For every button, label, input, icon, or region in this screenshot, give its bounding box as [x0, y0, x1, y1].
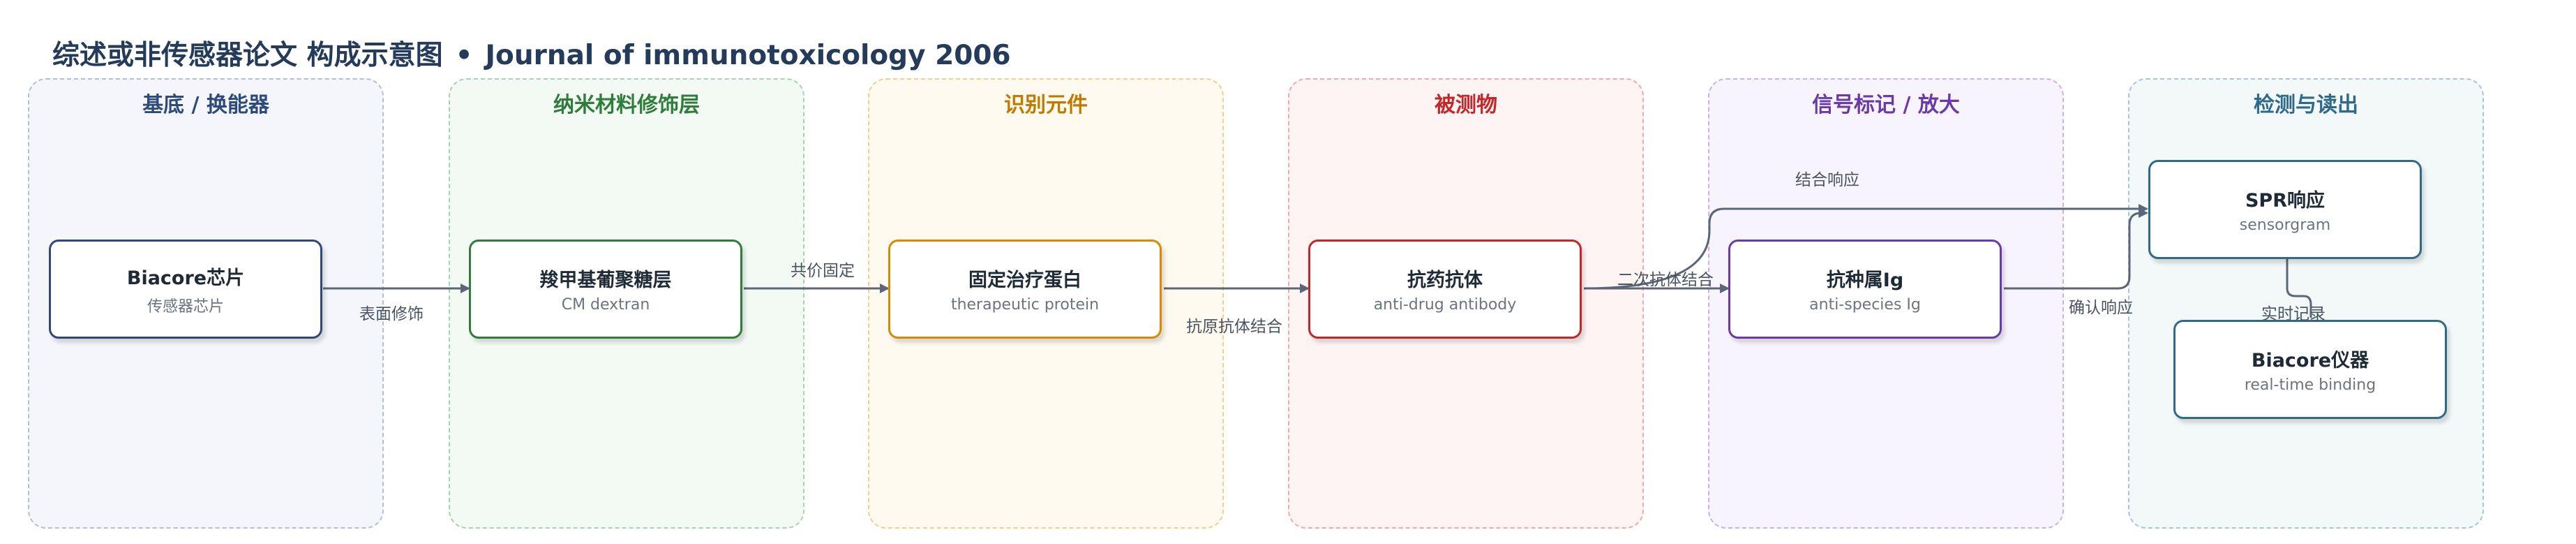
node-anti-drug-antibody-title: 抗药抗体: [1407, 270, 1483, 291]
node-therapeutic-protein-title: 固定治疗蛋白: [968, 270, 1081, 291]
node-biacore-instrument-subtitle: real-time binding: [2244, 376, 2376, 394]
node-anti-drug-antibody-subtitle: anti-drug antibody: [1373, 296, 1517, 314]
edge-spr-to-instrument: [2286, 258, 2312, 318]
node-biacore-instrument: Biacore仪器 real-time binding: [2173, 320, 2447, 419]
node-biacore-chip-subtitle: 传感器芯片: [147, 297, 224, 316]
diagram-title: 综述或非传感器论文 构成示意图 • Journal of immunotoxicol…: [52, 34, 1011, 73]
node-therapeutic-protein-subtitle: therapeutic protein: [950, 296, 1100, 314]
node-biacore-chip: Biacore芯片 传感器芯片: [49, 240, 322, 339]
node-cm-dextran: 羧甲基葡聚糖层 CM dextran: [469, 240, 742, 339]
panel-title-signal-label: 信号标记 / 放大: [1812, 93, 1960, 117]
node-anti-drug-antibody: 抗药抗体 anti-drug antibody: [1308, 240, 1582, 339]
node-cm-dextran-title: 羧甲基葡聚糖层: [539, 270, 672, 291]
title-main: 综述或非传感器论文 构成示意图: [52, 40, 443, 71]
panel-title-recognition: 识别元件: [1004, 93, 1088, 117]
node-spr-response-subtitle: sensorgram: [2239, 216, 2331, 234]
node-spr-response-title: SPR响应: [2245, 190, 2326, 212]
node-biacore-chip-title: Biacore芯片: [126, 267, 245, 289]
node-anti-species-ig-subtitle: anti-species Ig: [1809, 296, 1921, 314]
panel-detection: [2128, 78, 2484, 529]
edge-label-secondary-antibody-binding: 二次抗体结合: [1617, 271, 1714, 289]
title-separator: •: [455, 40, 473, 71]
node-anti-species-ig: 抗种属Ig anti-species Ig: [1728, 240, 2002, 339]
node-therapeutic-protein: 固定治疗蛋白 therapeutic protein: [888, 240, 1162, 339]
node-anti-species-ig-title: 抗种属Ig: [1826, 270, 1904, 291]
panel-title-detection: 检测与读出: [2254, 93, 2358, 117]
edge-label-realtime-record: 实时记录: [2261, 305, 2326, 323]
node-biacore-instrument-title: Biacore仪器: [2251, 350, 2369, 372]
edge-label-binding-response: 结合响应: [1795, 171, 1859, 189]
node-cm-dextran-subtitle: CM dextran: [561, 296, 650, 314]
node-spr-response: SPR响应 sensorgram: [2148, 160, 2422, 259]
edge-label-surface-modification: 表面修饰: [359, 305, 424, 323]
panel-title-nanomaterial: 纳米材料修饰层: [553, 93, 700, 117]
panel-title-substrate: 基底 / 换能器: [142, 93, 269, 117]
title-journal: Journal of immunotoxicology 2006: [485, 40, 1011, 71]
panel-title-analyte: 被测物: [1435, 93, 1497, 117]
edge-antispecies-to-spr: [2004, 208, 2148, 290]
edge-label-confirm-response: 确认响应: [2069, 299, 2133, 317]
edge-label-antigen-antibody-binding: 抗原抗体结合: [1186, 318, 1282, 336]
edge-antibody-to-spr: [1583, 204, 2148, 290]
edge-label-covalent-immobilization: 共价固定: [791, 262, 855, 280]
